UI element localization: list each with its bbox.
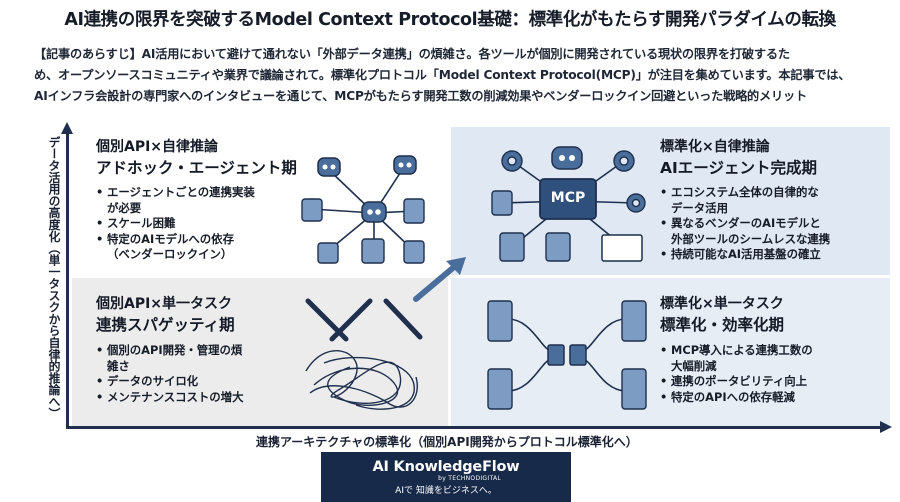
quadrant-heading: 個別API×単一タスク: [96, 296, 233, 312]
divider-horizontal: [72, 275, 890, 278]
database-icon: [301, 198, 425, 264]
robot-icon: [393, 155, 417, 175]
list-item: データのサイロ化: [96, 374, 243, 390]
robot-icon: [551, 146, 583, 170]
list-item: 特定のAPIへの依存軽減: [660, 390, 813, 406]
x-axis-arrowhead: [880, 421, 892, 433]
list-item: スケール困難: [96, 216, 255, 232]
x-axis: [66, 426, 884, 429]
connector-icon: [547, 344, 587, 366]
agent-network-illustration: [301, 155, 425, 264]
brand-name: AI KnowledgeFlow: [372, 459, 520, 475]
article-summary: 【記事のあらすじ】AI活用において避けて通れない「外部データ連携」の煩雑さ。各ツ…: [34, 44, 874, 107]
quadrant-title: 標準化×単一タスク 標準化・効率化期: [660, 294, 784, 336]
list-item: 持続可能なAI活用基盤の確立: [660, 247, 830, 263]
list-item: 連携のポータビリティ向上: [660, 374, 813, 390]
quadrant-title: 個別API×自律推論 アドホック・エージェント期: [96, 137, 297, 179]
list-item: メンテナンスコストの増大: [96, 390, 243, 406]
database-icon: [487, 300, 647, 410]
robot-icon: [317, 157, 341, 177]
summary-line: 【記事のあらすじ】AI活用において避けて通れない「外部データ連携」の煩雑さ。各ツ…: [34, 47, 790, 61]
x-axis-label: 連携アーキテクチャの標準化（個別API開発からプロトコル標準化へ）: [256, 435, 638, 449]
quadrant-subheading: 標準化・効率化期: [660, 316, 785, 334]
summary-line: AIインフラ会設計の専門家へのインタビューを通じて、MCPがもたらす開発工数の削…: [34, 89, 807, 103]
y-axis-arrowhead: [61, 122, 73, 134]
quadrant-heading: 標準化×単一タスク: [660, 296, 784, 312]
summary-line: め、オープンソースコミュニティや業界で議論されて。標準化プロトコル「Model …: [34, 68, 851, 82]
spaghetti-illustration: [305, 298, 423, 410]
quadrant-subheading: AIエージェント完成期: [660, 159, 817, 177]
quadrant-heading: 標準化×自律推論: [660, 139, 770, 155]
window-icon: [601, 234, 643, 262]
quadrant-subheading: 連携スパゲッティ期: [96, 316, 235, 334]
y-axis-label: データ活用の高度化（単一タスクから自律的推論へ）: [47, 136, 61, 420]
transition-arrow: [413, 257, 466, 302]
mcp-box: [539, 178, 597, 220]
quadrant-title: 標準化×自律推論 AIエージェント完成期: [660, 137, 817, 179]
quadrant-heading: 個別API×自律推論: [96, 139, 219, 155]
page-title: AI連携の限界を突破するModel Context Protocol基礎：標準化…: [64, 10, 836, 30]
mcp-hub-illustration: [491, 146, 646, 262]
quadrant-matrix: 個別API×自律推論 アドホック・エージェント期 エージェントごとの連携実装が必…: [72, 127, 890, 427]
quadrant-title: 個別API×単一タスク 連携スパゲッティ期: [96, 294, 235, 336]
brand-badge: AI KnowledgeFlow by TECHNODIGITAL AIで 知識…: [321, 452, 571, 502]
robot-icon: [361, 201, 387, 223]
brand-tagline: AIで 知識をビジネスへ。: [395, 486, 497, 496]
y-axis: [66, 132, 69, 429]
mcp-label: MCP: [550, 190, 586, 206]
brand-by: by TECHNODIGITAL: [438, 475, 501, 482]
database-icon: [491, 190, 571, 262]
standardized-connection-illustration: [487, 300, 647, 410]
list-item: 特定のAIモデルへの依存（ベンダーロックイン）: [96, 232, 255, 263]
gear-icon: [501, 150, 646, 213]
quadrant-subheading: アドホック・エージェント期: [96, 159, 297, 177]
wrench-icon: [305, 298, 423, 342]
